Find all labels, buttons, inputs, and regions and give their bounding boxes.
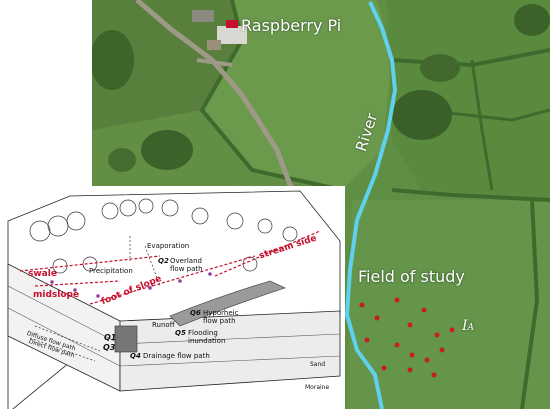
q2-label: Q2 (158, 257, 169, 265)
sensor-dots (359, 297, 455, 378)
q2-code: Q2 (158, 257, 169, 265)
field-of-study-label: Field of study (358, 267, 465, 286)
ia-label: IA (462, 318, 474, 334)
flooding-label: Flooding inundation (188, 329, 226, 345)
hillslope-diagram: Evaporation Precipitation Q2 Overland fl… (0, 186, 345, 413)
q3-code: Q3 (103, 343, 116, 352)
q4-code: Q4 (130, 352, 141, 360)
ia-sub: A (467, 323, 475, 333)
q1-code: Q1 (104, 333, 117, 342)
raspberry-pi-label: Raspberry Pi (241, 16, 342, 35)
q5-label: Q5 (175, 329, 186, 337)
q5-code: Q5 (175, 329, 186, 337)
ia-main: I (462, 318, 468, 334)
q6-code: Q6 (190, 309, 201, 317)
q1-label: Q1 (104, 334, 116, 342)
q4-label: Q4 (130, 352, 141, 360)
q3-label: Q3 (103, 344, 115, 352)
runoff-label: Runoff (152, 321, 175, 329)
hyporheic-label: Hyporheic flow path (203, 309, 239, 325)
precipitation-label: Precipitation (89, 267, 133, 275)
evaporation-label: Evaporation (147, 242, 190, 250)
midslope-label: midslope (33, 290, 80, 300)
drainage-label: Drainage flow path (143, 352, 210, 360)
q6-label: Q6 (190, 309, 201, 317)
overland-label: Overland flow path (170, 257, 203, 273)
moraine-label: Moraine (305, 384, 330, 391)
swale-label: swale (28, 269, 57, 279)
sand-label: Sand (310, 361, 326, 368)
